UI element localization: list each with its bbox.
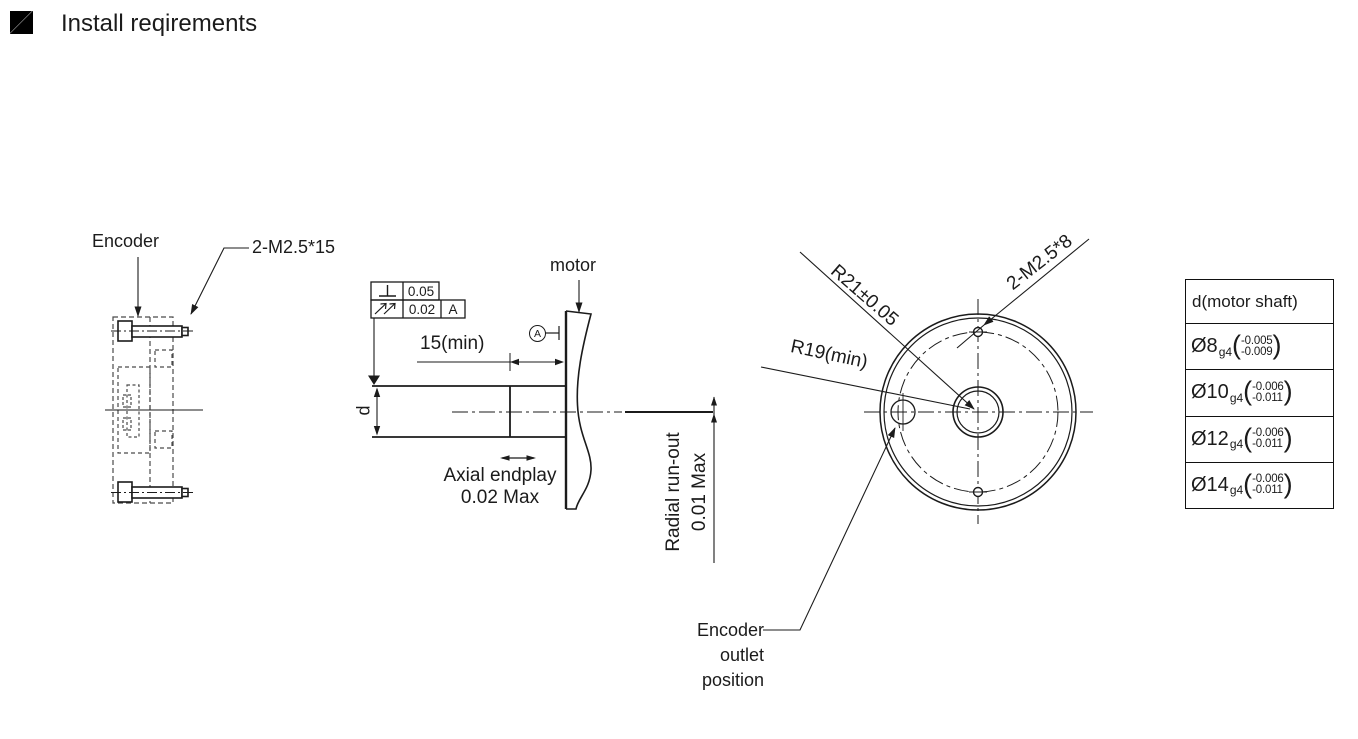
shaft-diameter: Ø10 (1191, 381, 1229, 404)
arrowhead (373, 426, 381, 436)
fit-class: g4 (1229, 437, 1244, 452)
encoder-hidden-detail (154, 349, 173, 368)
screw-label-leader-tail (956, 324, 985, 349)
r19-leader (760, 366, 971, 410)
paren-close: ) (1283, 376, 1293, 407)
radial-runout-label: Radial run-out (663, 432, 684, 552)
axial-endplay-label: Axial endplay (443, 465, 557, 486)
fcf-leader-triangle (368, 375, 380, 385)
axial-endplay-value: 0.02 Max (460, 487, 540, 508)
tolerance-stack: -0.006-0.011 (1252, 473, 1284, 497)
motor-label: motor (550, 255, 597, 275)
encoder-hidden-detail (154, 430, 173, 449)
total-runout-icon (374, 302, 396, 315)
tolerance-upper: -0.006 (1252, 427, 1284, 440)
paren-open: ( (1243, 468, 1253, 499)
paren-open: ( (1243, 422, 1253, 453)
fit-class: g4 (1218, 344, 1233, 359)
arrowhead (555, 358, 564, 366)
encoder-outlet-label: Encoder outlet position (664, 618, 764, 693)
table-header: d(motor shaft) (1192, 291, 1298, 311)
tolerance-stack: -0.006-0.011 (1252, 380, 1284, 404)
tolerance-lower: -0.011 (1252, 484, 1283, 497)
shaft-diameter: Ø8 (1191, 335, 1218, 358)
paren-close: ) (1283, 422, 1293, 453)
screw-label-leader (190, 247, 249, 315)
fit-class: g4 (1229, 483, 1244, 498)
tolerance-stack: -0.005-0.009 (1241, 334, 1273, 358)
paren-close: ) (1272, 330, 1282, 361)
arrowhead (500, 455, 510, 461)
outlet-label-line2: outlet (719, 645, 764, 665)
r21-leader (799, 251, 975, 410)
section-bullet-icon (10, 11, 33, 34)
encoder-hidden-detail (126, 384, 140, 438)
motor-front-view (760, 238, 1093, 631)
tolerance-lower: -0.011 (1252, 438, 1283, 451)
outlet-label-line1: Encoder (696, 620, 764, 640)
arrowhead (711, 413, 717, 423)
fit-class: g4 (1229, 390, 1244, 405)
datum-a-badge: A (529, 325, 546, 342)
outlet-label-line3: position (701, 670, 764, 690)
tolerance-upper: -0.006 (1252, 473, 1284, 486)
arrowhead (373, 387, 381, 397)
shaft-diameter: Ø12 (1191, 427, 1229, 450)
tolerance-lower: -0.009 (1241, 345, 1273, 358)
fcf-runout-value: 0.02 (408, 302, 436, 317)
perpendicularity-icon (379, 285, 396, 297)
arrowhead (526, 455, 536, 461)
shaft-diameter-label: d (353, 405, 374, 416)
tolerance-upper: -0.006 (1252, 380, 1284, 393)
arrowhead (711, 396, 717, 406)
paren-open: ( (1243, 376, 1253, 407)
screw-spec-label-left: 2-M2.5*15 (252, 237, 336, 257)
fcf-datum-reference: A (448, 302, 458, 317)
page-title: Install reqirements (61, 10, 258, 37)
tolerance-upper: -0.005 (1241, 334, 1273, 347)
screw-label-leader (983, 238, 1090, 326)
paren-close: ) (1283, 468, 1293, 499)
tolerance-stack: -0.006-0.011 (1252, 427, 1284, 451)
arrowhead (510, 358, 519, 366)
paren-open: ( (1232, 330, 1242, 361)
shaft-length-dimension: 15(min) (420, 333, 485, 354)
motor-flange-break-outline (565, 310, 593, 510)
feature-control-frame (370, 281, 466, 319)
radial-runout-value: 0.01 Max (689, 452, 710, 532)
encoder-label: Encoder (92, 231, 160, 251)
shaft-diameter: Ø14 (1191, 473, 1229, 496)
fcf-perpendicularity-value: 0.05 (407, 284, 435, 299)
mounting-screw-bottom (117, 481, 189, 503)
tolerance-lower: -0.011 (1252, 391, 1283, 404)
outlet-label-leader (763, 427, 896, 631)
